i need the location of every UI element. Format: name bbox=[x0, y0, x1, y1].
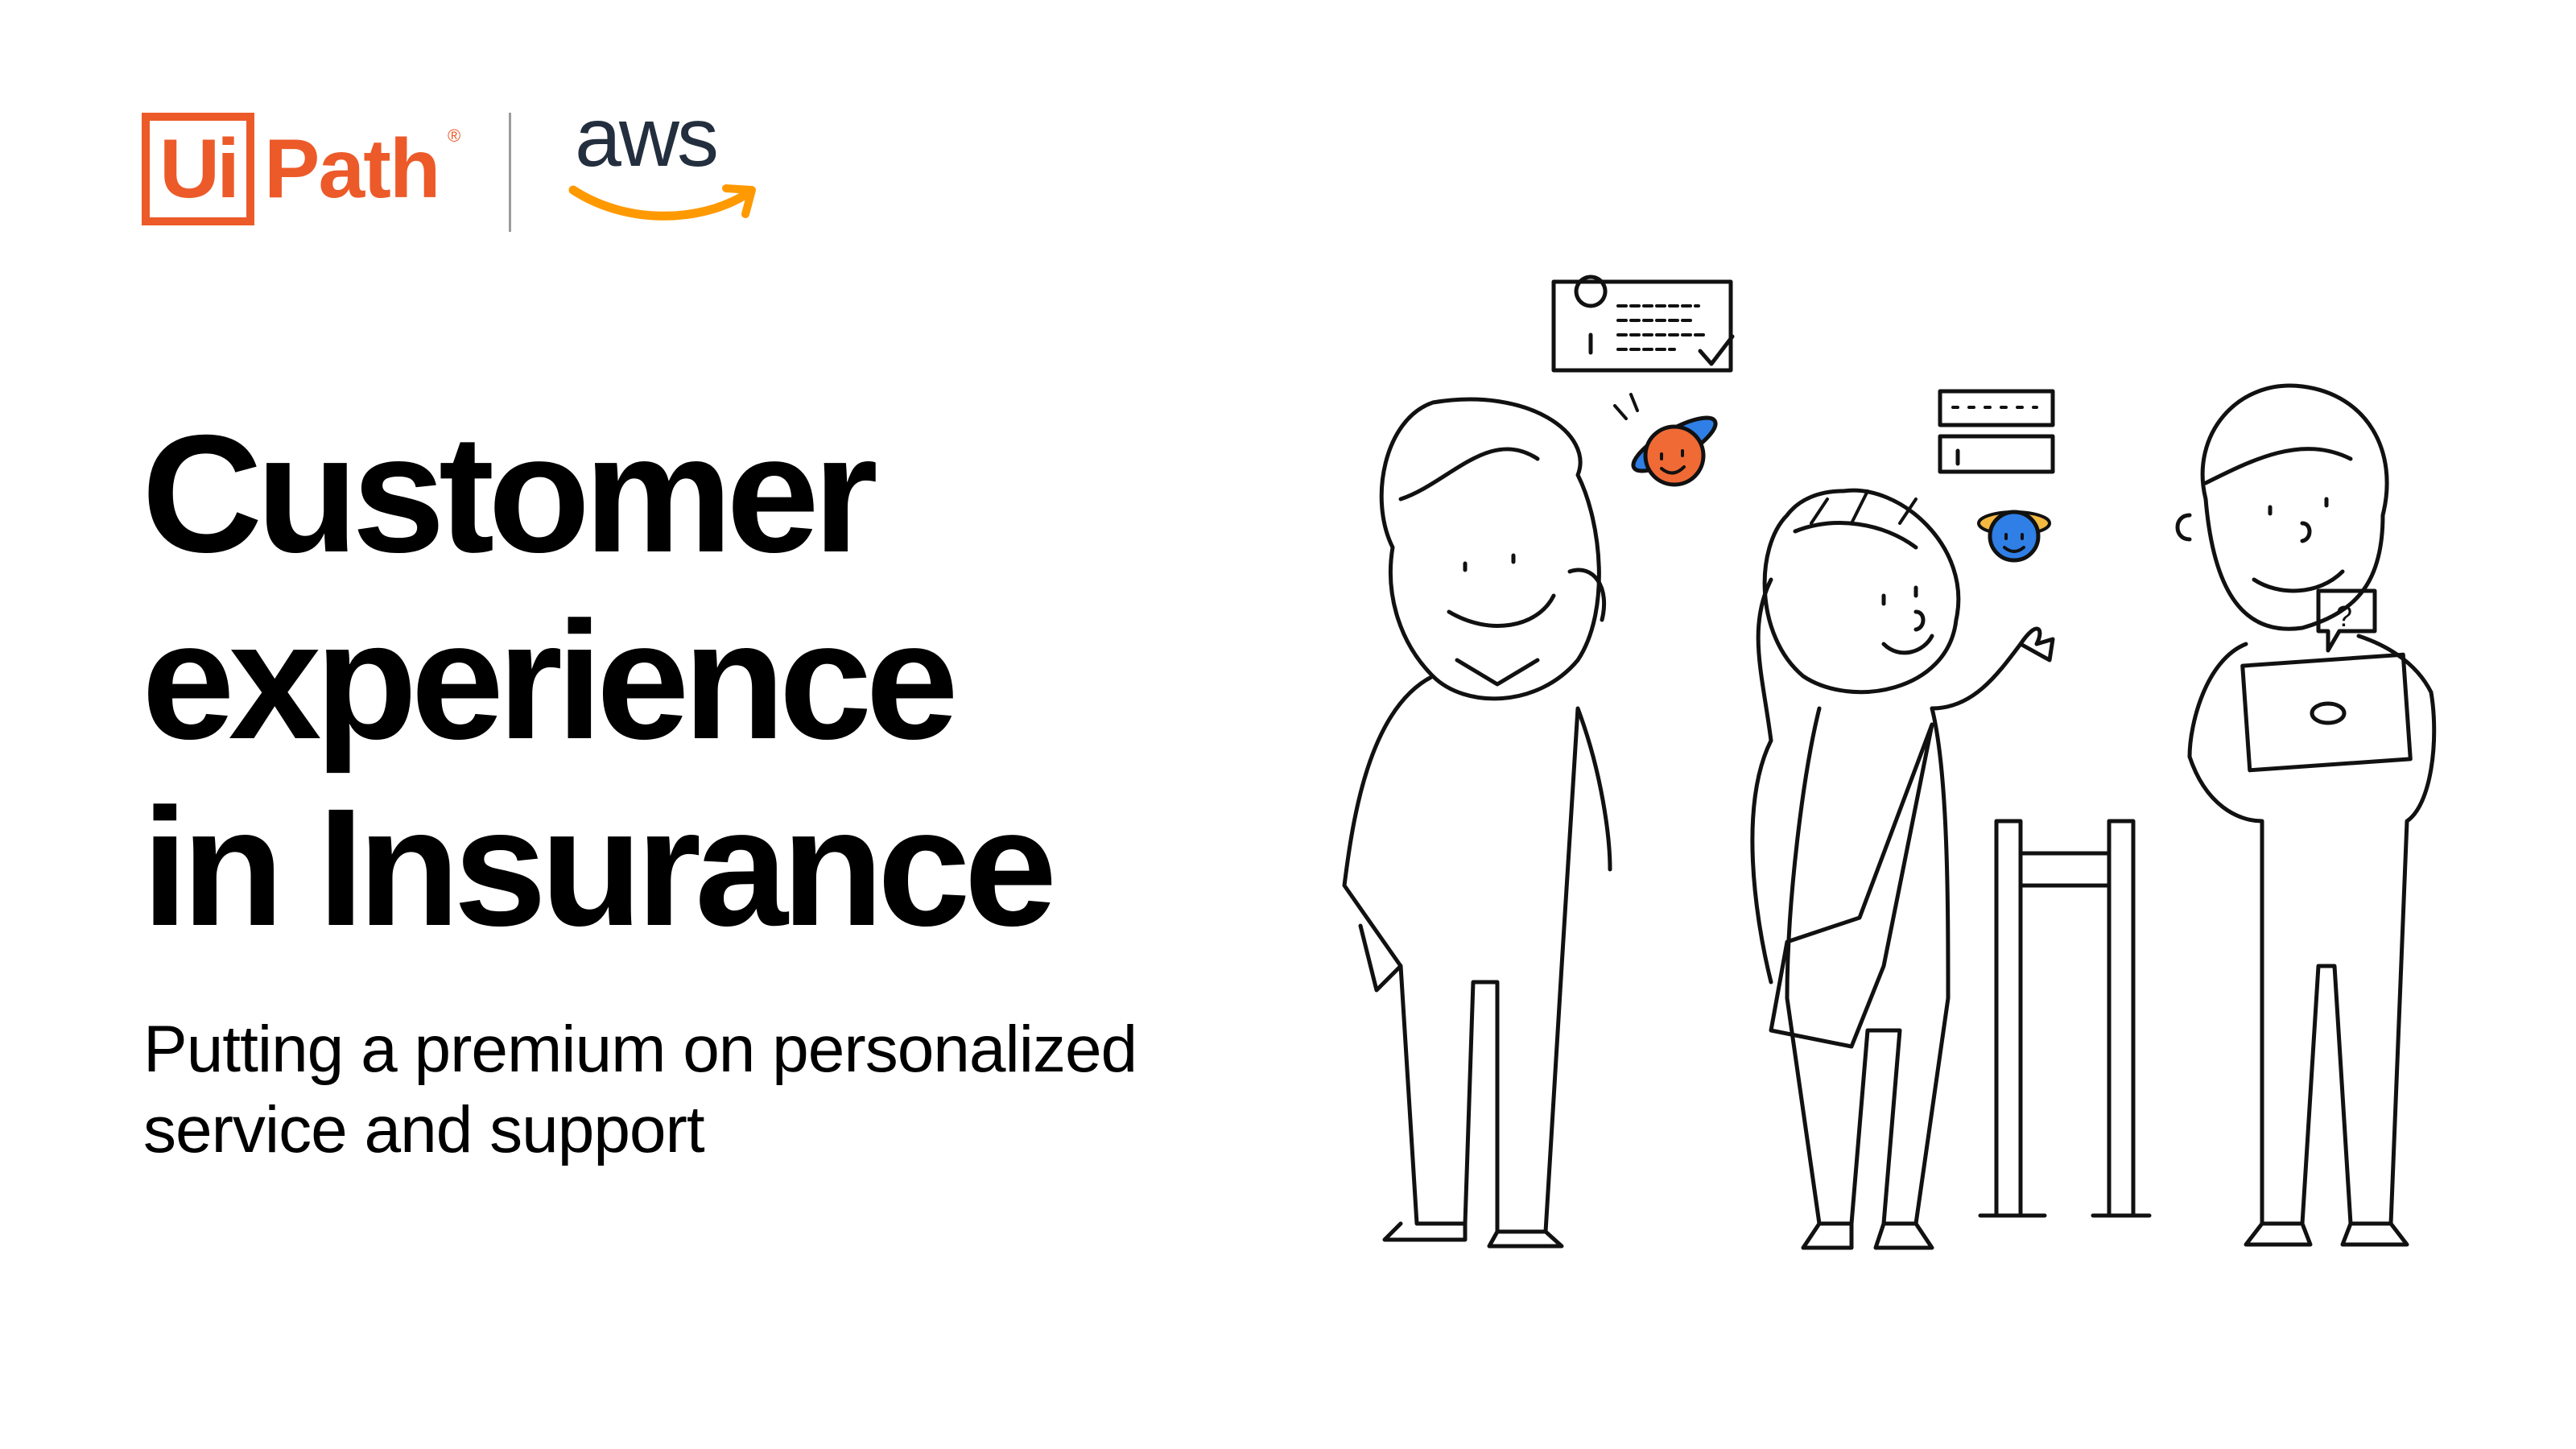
aws-smile-icon bbox=[568, 184, 756, 221]
customer-service-illustration: ? bbox=[1342, 275, 2437, 1250]
uipath-logo-box bbox=[142, 113, 254, 225]
registered-mark: ® bbox=[448, 126, 461, 146]
title-line: experience bbox=[142, 588, 959, 774]
uipath-logo-box-text: Ui bbox=[159, 122, 240, 216]
subtitle-line: Putting a premium on personalized bbox=[143, 1013, 1137, 1086]
page-title: Customer experience in Insurance bbox=[142, 401, 1349, 961]
uipath-logo: Ui Path ® bbox=[142, 113, 464, 233]
blue-robot-icon bbox=[1977, 510, 2051, 563]
person-middle bbox=[1750, 488, 2055, 1250]
form-card-icon bbox=[1938, 389, 2055, 474]
aws-logo-text: aws bbox=[575, 91, 719, 184]
person-left bbox=[1342, 397, 1612, 1249]
title-line: in Insurance bbox=[142, 774, 1057, 961]
uipath-logo-text: Path bbox=[264, 122, 440, 216]
location-card-icon bbox=[1551, 275, 1735, 373]
orange-robot-icon bbox=[1613, 393, 1718, 487]
aws-logo: aws bbox=[568, 91, 762, 232]
subtitle-line: service and support bbox=[143, 1093, 705, 1166]
person-right bbox=[2175, 383, 2437, 1247]
rope-barrier bbox=[1978, 819, 2152, 1218]
title-line: Customer bbox=[142, 401, 878, 588]
page-subtitle: Putting a premium on personalized servic… bbox=[143, 1009, 1270, 1170]
logo-divider bbox=[509, 113, 511, 232]
